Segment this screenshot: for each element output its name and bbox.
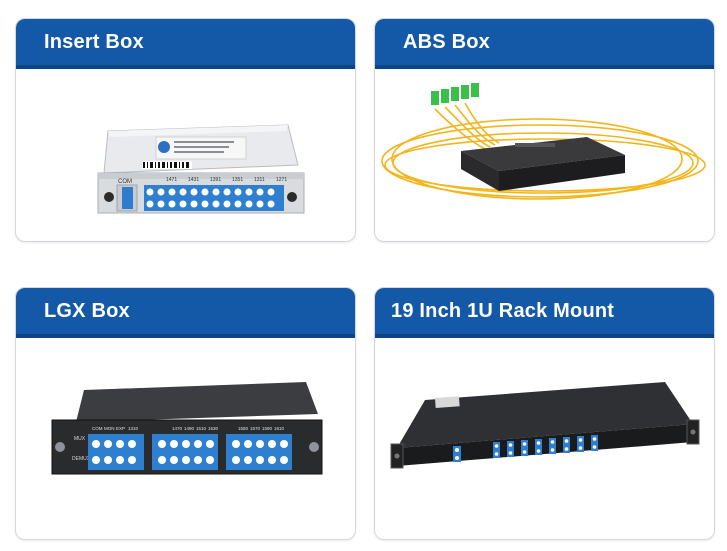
card-header: LGX Box [16, 288, 355, 338]
channel-label: 1311 [254, 177, 265, 183]
port-label: COM [92, 426, 103, 431]
card-title: 19 Inch 1U Rack Mount [391, 300, 615, 322]
lc-adapter-group [88, 434, 144, 470]
port-label: 1570 [250, 426, 261, 431]
port-label: 1490 [184, 426, 195, 431]
abs-box-image [381, 83, 706, 200]
product-card-insert-box[interactable]: Insert Box COM [15, 18, 356, 242]
port-label: EXP [116, 426, 125, 431]
product-card-rack-mount[interactable]: 19 Inch 1U Rack Mount [374, 287, 715, 540]
port-label: 1530 [208, 426, 219, 431]
port-label: 1610 [274, 426, 285, 431]
channel-label: 1271 [276, 177, 287, 183]
card-header: 19 Inch 1U Rack Mount [375, 288, 714, 338]
port-label: MON [104, 426, 115, 431]
product-card-lgx-box[interactable]: LGX Box MUX DEMUX COM MON EXP 1310 1470 … [15, 287, 356, 540]
card-image-area: COM 1471 1431 1391 1351 1311 1271 [16, 69, 355, 241]
sc-connectors [431, 83, 479, 105]
card-title: ABS Box [403, 31, 490, 53]
rack-mount-image [390, 382, 700, 469]
product-card-abs-box[interactable]: ABS Box [374, 18, 715, 242]
channel-label: 1351 [232, 177, 243, 183]
channel-label: 1431 [188, 177, 199, 183]
insert-box-image: COM 1471 1431 1391 1351 1311 1271 [97, 124, 305, 214]
lc-adapter-group [226, 434, 292, 470]
port-label: 1510 [196, 426, 207, 431]
channel-label: 1471 [166, 177, 177, 183]
card-image-area [375, 69, 714, 241]
port-label: 1590 [262, 426, 273, 431]
card-title: Insert Box [44, 31, 144, 53]
com-label: COM [118, 179, 132, 185]
port-label: 1470 [172, 426, 183, 431]
side-label: DEMUX [72, 456, 91, 462]
lc-adapters [493, 435, 598, 458]
card-title: LGX Box [44, 300, 130, 322]
lc-adapter-group [152, 434, 218, 470]
fiber-cables [381, 102, 706, 200]
card-header: ABS Box [375, 19, 714, 69]
card-header: Insert Box [16, 19, 355, 69]
channel-labels: 1471 1431 1391 1351 1311 1271 [166, 177, 287, 183]
port-label: 1310 [128, 426, 139, 431]
port-label: 1550 [238, 426, 249, 431]
lc-adapters [144, 185, 284, 211]
card-image-area [375, 338, 714, 539]
card-image-area: MUX DEMUX COM MON EXP 1310 1470 1490 151… [16, 338, 355, 539]
lgx-box-image: MUX DEMUX COM MON EXP 1310 1470 1490 151… [51, 382, 323, 475]
channel-label: 1391 [210, 177, 221, 183]
side-label: MUX [74, 436, 86, 442]
